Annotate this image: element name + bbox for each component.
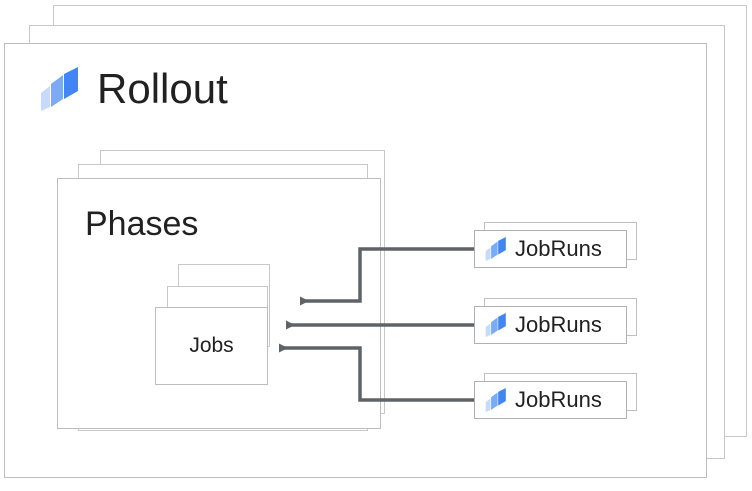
- rollout-header: Rollout: [40, 67, 228, 111]
- jobruns-card-3-label: JobRuns: [515, 387, 602, 412]
- jobruns-card-1[interactable]: JobRuns: [474, 230, 627, 268]
- phases-title: Phases: [85, 205, 199, 243]
- jobruns-card-2[interactable]: JobRuns: [474, 306, 627, 344]
- jobruns-card-2-label: JobRuns: [515, 312, 602, 337]
- jobs-title: Jobs: [189, 334, 234, 357]
- rollout-logo-icon: [485, 237, 507, 261]
- rollout-logo-icon: [485, 388, 507, 412]
- jobruns-card-3[interactable]: JobRuns: [474, 381, 627, 419]
- rollout-logo-icon: [40, 67, 80, 111]
- jobruns-card-1-label: JobRuns: [515, 236, 602, 261]
- rollout-logo-icon: [485, 313, 507, 337]
- rollout-title: Rollout: [97, 65, 228, 112]
- jobs-card-front: [155, 307, 268, 385]
